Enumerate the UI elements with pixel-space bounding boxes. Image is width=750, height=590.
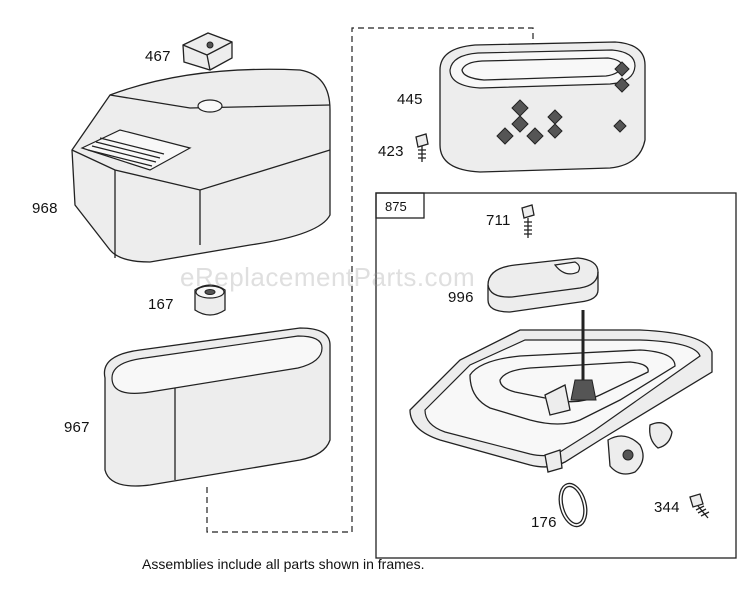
part-number-996: 996 bbox=[448, 289, 474, 306]
part-number-167: 167 bbox=[148, 296, 174, 313]
frame-number-875: 875 bbox=[385, 199, 407, 214]
part-number-968: 968 bbox=[32, 200, 58, 217]
part-423-screw bbox=[415, 133, 429, 162]
part-967-precleaner bbox=[103, 327, 331, 487]
part-number-445: 445 bbox=[397, 91, 423, 108]
leader-lines bbox=[206, 27, 534, 533]
part-445-filter bbox=[439, 41, 646, 173]
part-467-grommet bbox=[182, 32, 233, 71]
part-number-176: 176 bbox=[531, 514, 557, 531]
footnote-caption: Assemblies include all parts shown in fr… bbox=[142, 556, 425, 572]
part-996-plate bbox=[487, 257, 599, 313]
part-number-967: 967 bbox=[64, 419, 90, 436]
part-number-467: 467 bbox=[145, 48, 171, 65]
part-711-bolt bbox=[521, 204, 535, 238]
part-number-344: 344 bbox=[654, 499, 680, 516]
part-number-423: 423 bbox=[378, 143, 404, 160]
filter-pleat-pattern bbox=[496, 61, 630, 145]
part-167-grommet bbox=[194, 284, 226, 316]
part-968-cover bbox=[71, 68, 331, 263]
part-344-screw bbox=[689, 493, 710, 519]
frame-875 bbox=[375, 192, 737, 559]
part-base-assembly bbox=[409, 310, 713, 475]
watermark: eReplacementParts.com bbox=[180, 262, 476, 292]
part-number-711: 711 bbox=[486, 212, 511, 229]
part-176-oring bbox=[558, 482, 588, 528]
